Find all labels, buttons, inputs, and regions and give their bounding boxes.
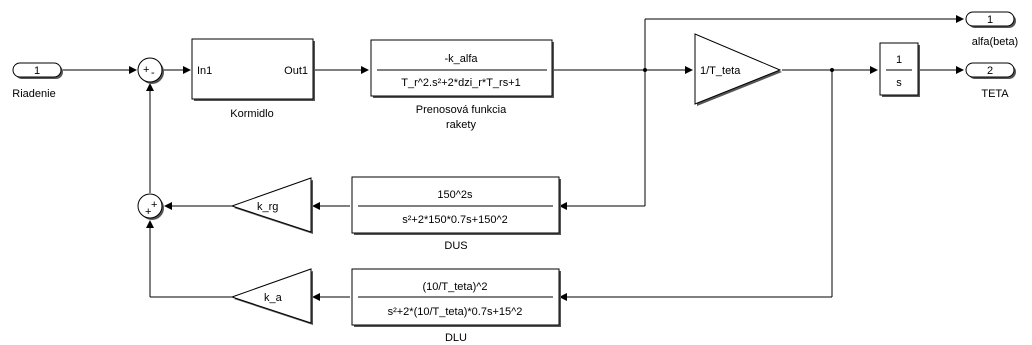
- gain-teta-label: 1/T_teta: [700, 65, 741, 77]
- gain-krg[interactable]: k_rg: [230, 177, 313, 234]
- integrator-denominator: s: [896, 77, 902, 89]
- branch-point-teta: [830, 68, 834, 72]
- kormidlo-out-label: Out1: [284, 65, 308, 77]
- sum-feedback-sign-left: +: [151, 199, 157, 211]
- inport-riadenie[interactable]: 1 Riadenie: [12, 62, 63, 100]
- outport-teta[interactable]: 2 TETA: [965, 62, 1016, 100]
- rocket-tf-numerator: -k_alfa: [444, 53, 478, 65]
- outport-alfa-beta[interactable]: 1 alfa(beta): [965, 11, 1018, 48]
- sum-feedback-sign-bottom: +: [145, 206, 151, 218]
- dlu-numerator: (10/T_teta)^2: [422, 281, 487, 293]
- gain-krg-label: k_rg: [257, 201, 278, 213]
- integrator[interactable]: 1 s: [879, 42, 920, 97]
- sum-main-sign-plus: +: [143, 64, 149, 76]
- rocket-tf-name-line1: Prenosová funkcia: [416, 104, 507, 116]
- outport-number: 2: [987, 65, 993, 77]
- sum-feedback[interactable]: + +: [137, 193, 164, 220]
- sum-main[interactable]: + -: [137, 57, 164, 84]
- kormidlo-subsystem[interactable]: In1 Out1 Kormidlo: [191, 38, 315, 120]
- outport-number: 1: [987, 14, 993, 26]
- inport-number: 1: [34, 65, 40, 77]
- dlu-name: DLU: [445, 332, 467, 344]
- gain-ka-label: k_a: [264, 292, 283, 304]
- inport-label: Riadenie: [12, 88, 55, 100]
- branch-point-alfa: [643, 68, 647, 72]
- kormidlo-name: Kormidlo: [230, 108, 273, 120]
- dus-name: DUS: [444, 240, 467, 252]
- dlu-transfer-function[interactable]: (10/T_teta)^2 s²+2*(10/T_teta)*0.7s+15^2…: [351, 268, 561, 344]
- dus-denominator: s²+2*150*0.7s+150^2: [402, 214, 507, 226]
- kormidlo-in-label: In1: [197, 65, 212, 77]
- rocket-tf-name-line2: rakety: [446, 119, 476, 131]
- dus-numerator: 150^2s: [437, 189, 473, 201]
- outport-label: alfa(beta): [972, 36, 1018, 48]
- rocket-tf-denominator: T_r^2.s²+2*dzi_r*T_rs+1: [401, 77, 521, 89]
- gain-teta[interactable]: 1/T_teta: [694, 33, 782, 106]
- dus-transfer-function[interactable]: 150^2s s²+2*150*0.7s+150^2 DUS: [351, 176, 561, 252]
- integrator-numerator: 1: [896, 54, 902, 66]
- dlu-denominator: s²+2*(10/T_teta)*0.7s+15^2: [388, 306, 523, 318]
- gain-ka[interactable]: k_a: [230, 268, 313, 325]
- rocket-transfer-function[interactable]: -k_alfa T_r^2.s²+2*dzi_r*T_rs+1 Prenosov…: [370, 39, 554, 131]
- sum-main-sign-minus: -: [151, 67, 155, 79]
- signal-lines: [63, 15, 964, 301]
- outport-label: TETA: [981, 88, 1009, 100]
